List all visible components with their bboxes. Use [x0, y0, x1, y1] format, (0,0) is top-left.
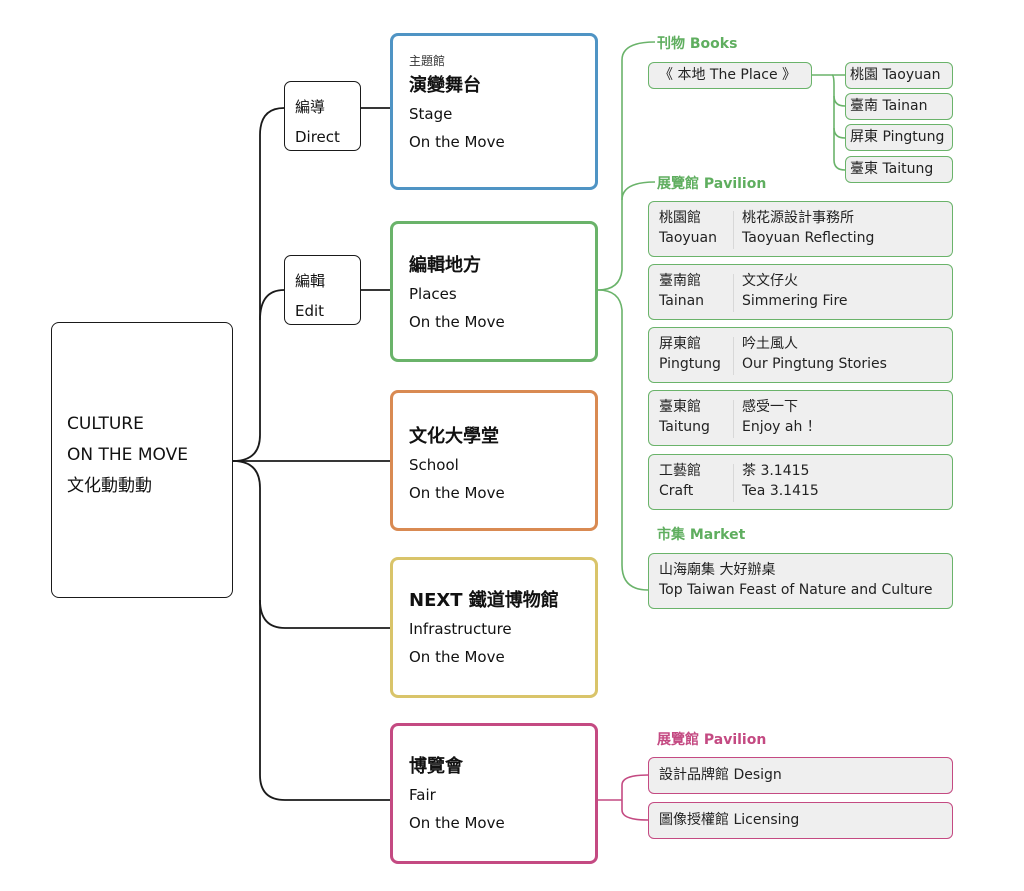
pavilion-item: 屏東館 Pingtung 吟土風人 Our Pingtung Stories: [648, 327, 953, 383]
pavilion-city-en: Craft: [659, 483, 694, 499]
school-zh: 文化大學堂: [409, 426, 499, 447]
pavilion-city-zh: 屏東館: [659, 336, 701, 352]
pavilion-city-en: Taitung: [659, 419, 710, 435]
pavilion-title-en: Our Pingtung Stories: [742, 356, 887, 372]
root-title-line2: ON THE MOVE: [67, 445, 188, 465]
category-node-fair: 博覽會 Fair On the Move: [390, 723, 598, 864]
fair-item: 設計品牌館 Design: [648, 757, 953, 794]
infrastructure-zh: NEXT 鐵道博物館: [409, 590, 559, 611]
stage-en: Stage: [409, 105, 453, 123]
book-edition: 屏東 Pingtung: [845, 124, 953, 151]
book-edition: 臺南 Tainan: [845, 93, 953, 120]
group-node-direct: 編導 Direct: [284, 81, 361, 151]
book-edition: 臺東 Taitung: [845, 156, 953, 183]
pavilion-title-en: Simmering Fire: [742, 293, 848, 309]
market-label: 市集 Market: [657, 527, 746, 543]
books-label: 刊物 Books: [657, 36, 738, 52]
root-title-line1: CULTURE: [67, 414, 144, 434]
connector-infra: [259, 599, 390, 629]
pavilion-item: 桃園館 Taoyuan 桃花源設計事務所 Taoyuan Reflecting: [648, 201, 953, 257]
pavilion-city-en: Pingtung: [659, 356, 721, 372]
category-node-infrastructure: NEXT 鐵道博物館 Infrastructure On the Move: [390, 557, 598, 698]
pavilion-item: 臺南館 Tainan 文文仔火 Simmering Fire: [648, 264, 953, 320]
connector-places: [597, 41, 656, 291]
group-node-edit: 編輯 Edit: [284, 255, 361, 325]
connector-trunk-down: [232, 460, 390, 801]
pavilion-title-en: Enjoy ah ！: [742, 419, 821, 435]
book-the-place: 《 本地 The Place 》: [648, 62, 812, 89]
group-direct-en: Direct: [295, 128, 340, 146]
connector-trunk-edit: [259, 289, 285, 321]
group-edit-en: Edit: [295, 302, 325, 320]
market-item: 山海廟集 大好辦桌 Top Taiwan Feast of Nature and …: [648, 553, 953, 609]
market-en: Top Taiwan Feast of Nature and Culture: [659, 582, 933, 598]
divider: [733, 400, 734, 438]
group-edit-zh: 編輯: [295, 272, 326, 290]
market-zh: 山海廟集 大好辦桌: [659, 562, 776, 578]
category-node-school: 文化大學堂 School On the Move: [390, 390, 598, 531]
root-title-line3: 文化動動動: [67, 476, 152, 496]
fair-item: 圖像授權館 Licensing: [648, 802, 953, 839]
pavilion-city-zh: 臺南館: [659, 273, 701, 289]
pavilion-city-zh: 工藝館: [659, 463, 701, 479]
pavilion-city-zh: 臺東館: [659, 399, 701, 415]
divider: [733, 211, 734, 249]
category-node-stage: 主題館 演變舞台 Stage On the Move: [390, 33, 598, 190]
pavilion-label: 展覽館 Pavilion: [657, 176, 767, 192]
fair-en: Fair: [409, 786, 436, 804]
fair-tag: On the Move: [409, 814, 505, 832]
pavilion-city-en: Taoyuan: [659, 230, 717, 246]
infrastructure-en: Infrastructure: [409, 620, 512, 638]
pavilion-title-zh: 文文仔火: [742, 273, 798, 289]
divider: [733, 464, 734, 502]
divider: [733, 274, 734, 312]
places-zh: 編輯地方: [409, 255, 481, 276]
book-edition: 桃園 Taoyuan: [845, 62, 953, 89]
divider: [733, 337, 734, 375]
stage-prefix: 主題館: [409, 54, 446, 68]
connector-trunk-up: [232, 107, 285, 462]
places-en: Places: [409, 285, 457, 303]
pavilion-city-zh: 桃園館: [659, 210, 701, 226]
pavilion-title-zh: 茶 3.1415: [742, 463, 810, 479]
pavilion-item: 臺東館 Taitung 感受一下 Enjoy ah ！: [648, 390, 953, 446]
places-tag: On the Move: [409, 313, 505, 331]
school-en: School: [409, 456, 459, 474]
category-node-places: 編輯地方 Places On the Move: [390, 221, 598, 362]
infrastructure-tag: On the Move: [409, 648, 505, 666]
pavilion-city-en: Tainan: [659, 293, 705, 309]
pavilion-title-zh: 桃花源設計事務所: [742, 210, 854, 226]
school-tag: On the Move: [409, 484, 505, 502]
pavilion-title-en: Tea 3.1415: [742, 483, 819, 499]
stage-tag: On the Move: [409, 133, 505, 151]
pavilion-title-en: Taoyuan Reflecting: [742, 230, 875, 246]
stage-zh: 演變舞台: [409, 75, 481, 96]
group-direct-zh: 編導: [295, 98, 326, 116]
fair-zh: 博覽會: [409, 756, 463, 777]
pavilion-title-zh: 感受一下: [742, 399, 798, 415]
fair-pavilion-label: 展覽館 Pavilion: [657, 732, 767, 748]
pavilion-title-zh: 吟土風人: [742, 336, 798, 352]
root-node: CULTURE ON THE MOVE 文化動動動: [51, 322, 233, 598]
